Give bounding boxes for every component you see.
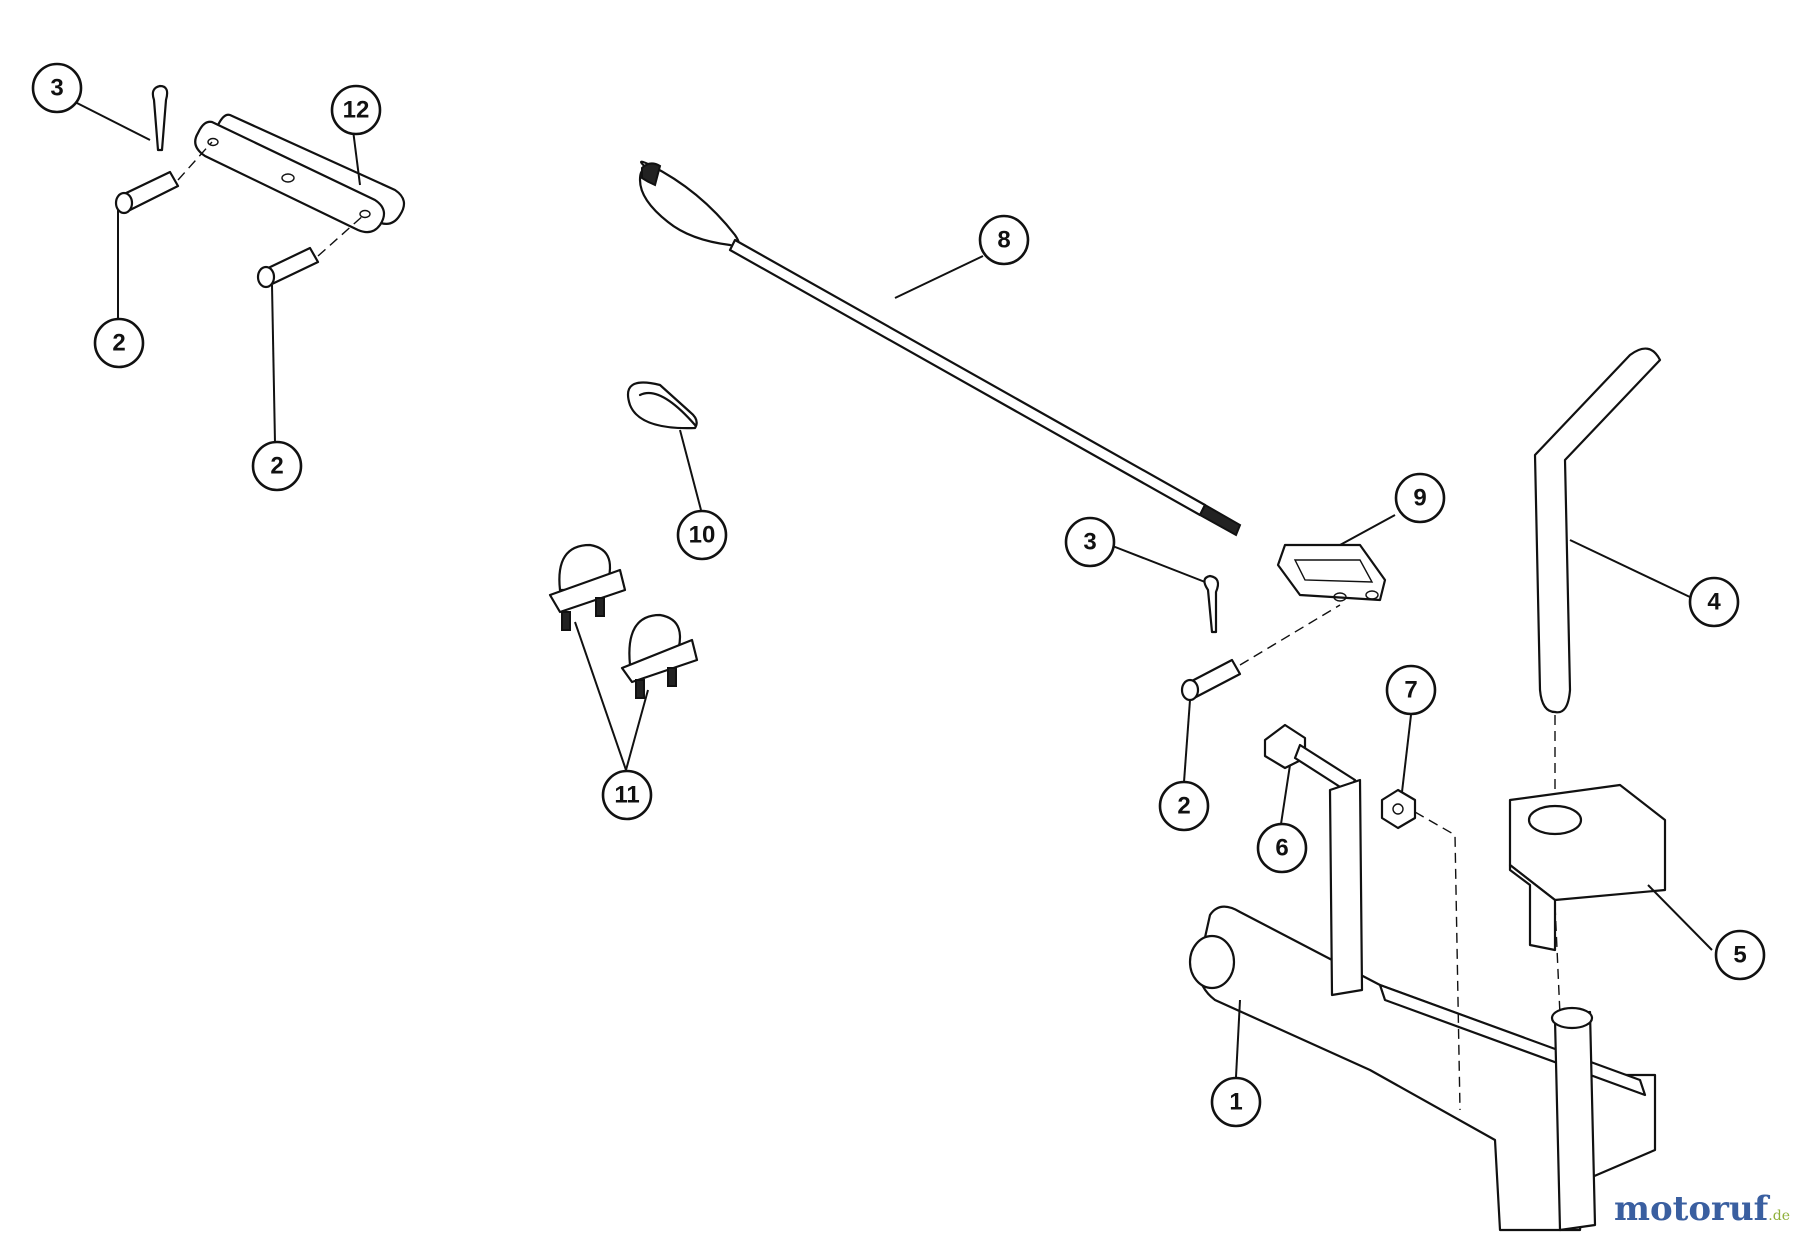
callout-1: 1 [1210,1076,1262,1128]
wire-rope-clip-upper [548,543,627,631]
clevis-pin-lower-left [256,246,320,289]
svg-text:8: 8 [997,227,1010,254]
leader-lines [72,100,1713,1078]
bolt-part [1263,723,1357,794]
block-part [1508,783,1667,952]
nut-part [1380,788,1417,830]
svg-text:9: 9 [1413,485,1426,512]
svg-text:2: 2 [112,330,125,357]
callout-9: 9 [1394,472,1446,524]
clevis-pin-right [1180,658,1242,702]
watermark-suffix: .de [1768,1208,1790,1224]
svg-text:6: 6 [1275,835,1288,862]
cotter-pin-right [1203,574,1220,634]
svg-text:12: 12 [343,97,370,124]
callout-4: 4 [1688,576,1740,628]
svg-text:7: 7 [1404,677,1417,704]
clevis-part [1276,543,1387,602]
svg-text:10: 10 [689,522,716,549]
wire-rope-clip-lower [620,613,699,699]
svg-text:2: 2 [1177,793,1190,820]
svg-text:11: 11 [614,782,639,809]
svg-text:3: 3 [50,75,63,102]
callout-7: 7 [1385,664,1437,716]
clevis-pin-upper-left [114,170,180,215]
callout-2-upper-left: 2 [93,317,145,369]
handle-part [1533,347,1662,714]
wire-rope-cable-part [638,160,1242,537]
cotter-pin-top-left [151,84,169,152]
callout-11: 11 [601,769,653,821]
callout-3-top-left: 3 [31,62,83,114]
callout-8: 8 [978,214,1030,266]
watermark-main: motoruf [1614,1189,1769,1229]
callout-5: 5 [1714,929,1766,981]
svg-text:3: 3 [1083,529,1096,556]
thimble-part [627,381,698,430]
watermark-logo: motoruf.de [1614,1189,1790,1229]
svg-text:5: 5 [1733,942,1746,969]
callout-12: 12 [330,84,382,136]
svg-text:4: 4 [1707,589,1721,616]
callout-2-right: 2 [1158,780,1210,832]
hitch-frame-part [1188,778,1657,1232]
callout-6: 6 [1256,822,1308,874]
svg-text:1: 1 [1229,1089,1242,1116]
callout-10: 10 [676,509,728,561]
callout-2-lower-left: 2 [251,440,303,492]
link-plates-part [194,113,406,234]
callout-3-right: 3 [1064,516,1116,568]
svg-text:2: 2 [270,453,283,480]
